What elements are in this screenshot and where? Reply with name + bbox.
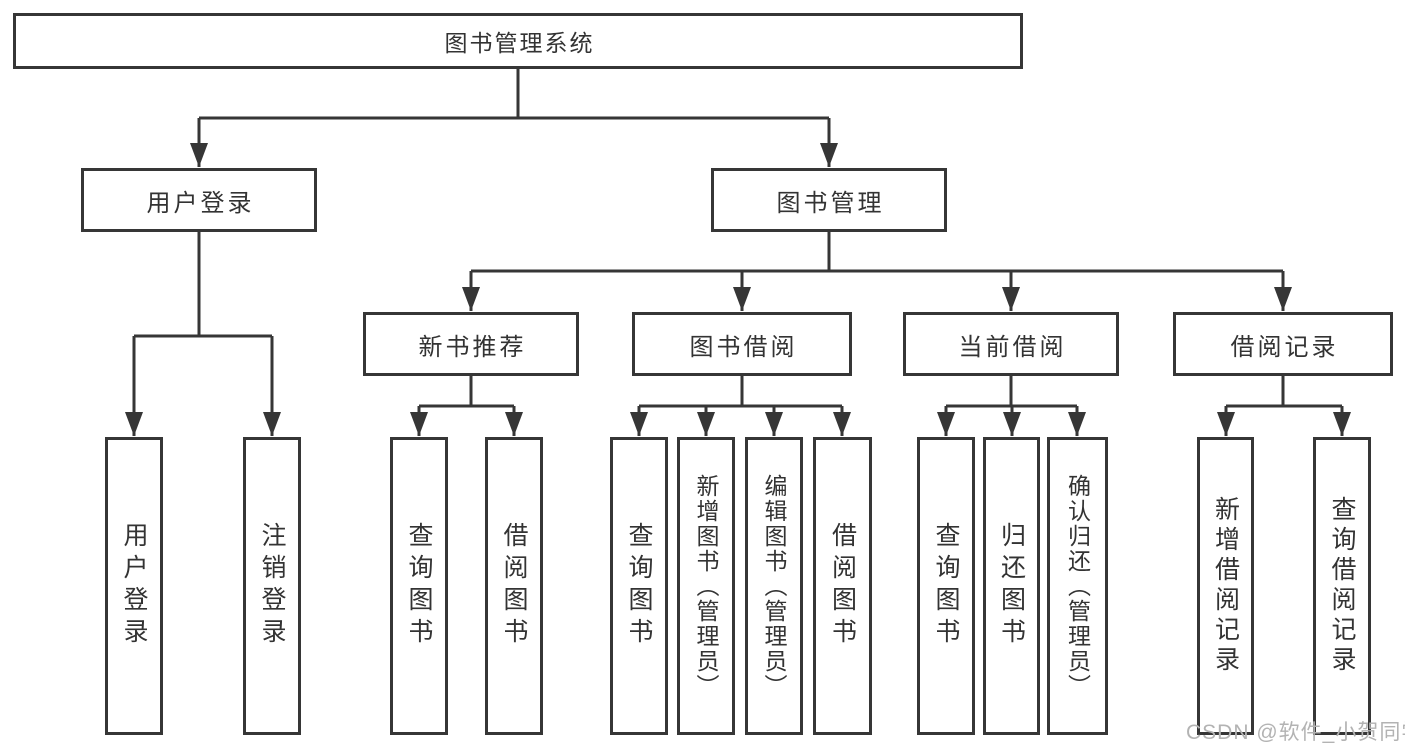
leaf-edit-book-admin: 编辑图书（管理员） <box>745 437 803 735</box>
node-label: 新增借阅记录 <box>1211 496 1240 676</box>
leaf-borrow-books-borrowing: 借阅图书 <box>813 437 872 735</box>
node-user-login: 用户登录 <box>81 168 317 232</box>
leaf-query-borrow-record: 查询借阅记录 <box>1313 437 1371 735</box>
node-current-borrowing: 当前借阅 <box>903 312 1119 376</box>
leaf-add-book-admin: 新增图书（管理员） <box>677 437 735 735</box>
node-label: 图书管理 <box>776 189 885 217</box>
node-book-borrowing: 图书借阅 <box>632 312 852 376</box>
node-label: 确认归还（管理员） <box>1064 473 1091 699</box>
node-label: 查询图书 <box>932 522 960 650</box>
node-label: 查询图书 <box>405 522 433 650</box>
node-label: 用户登录 <box>146 189 255 217</box>
node-book-management: 图书管理 <box>711 168 947 232</box>
node-label: 新书推荐 <box>418 333 527 361</box>
leaf-query-books-recommend: 查询图书 <box>390 437 448 735</box>
node-label: 借阅图书 <box>500 522 528 650</box>
node-label: 查询图书 <box>625 522 653 650</box>
leaf-return-book: 归还图书 <box>983 437 1040 735</box>
node-label: 编辑图书（管理员） <box>761 473 787 699</box>
node-borrowing-records: 借阅记录 <box>1173 312 1393 376</box>
leaf-user-login: 用户登录 <box>105 437 163 735</box>
node-label: 注销登录 <box>258 522 286 650</box>
node-label: 借阅图书 <box>828 522 857 650</box>
leaf-add-borrow-record: 新增借阅记录 <box>1197 437 1254 735</box>
node-library-management-system: 图书管理系统 <box>13 13 1023 69</box>
node-label: 借阅记录 <box>1230 333 1339 361</box>
node-new-book-recommend: 新书推荐 <box>363 312 579 376</box>
node-label: 图书借阅 <box>689 333 798 361</box>
leaf-borrow-books-recommend: 借阅图书 <box>485 437 543 735</box>
node-label: 图书管理系统 <box>444 30 595 56</box>
leaf-logout: 注销登录 <box>243 437 301 735</box>
csdn-watermark: CSDN @软件_小贺同学 <box>1186 721 1405 744</box>
leaf-query-books-current: 查询图书 <box>917 437 975 735</box>
node-label: 查询借阅记录 <box>1328 496 1356 676</box>
leaf-query-books-borrowing: 查询图书 <box>610 437 668 735</box>
node-label: 当前借阅 <box>958 333 1067 361</box>
node-label: 新增图书（管理员） <box>693 473 719 699</box>
node-label: 用户登录 <box>120 522 148 650</box>
leaf-confirm-return-admin: 确认归还（管理员） <box>1047 437 1108 735</box>
node-label: 归还图书 <box>997 522 1026 650</box>
